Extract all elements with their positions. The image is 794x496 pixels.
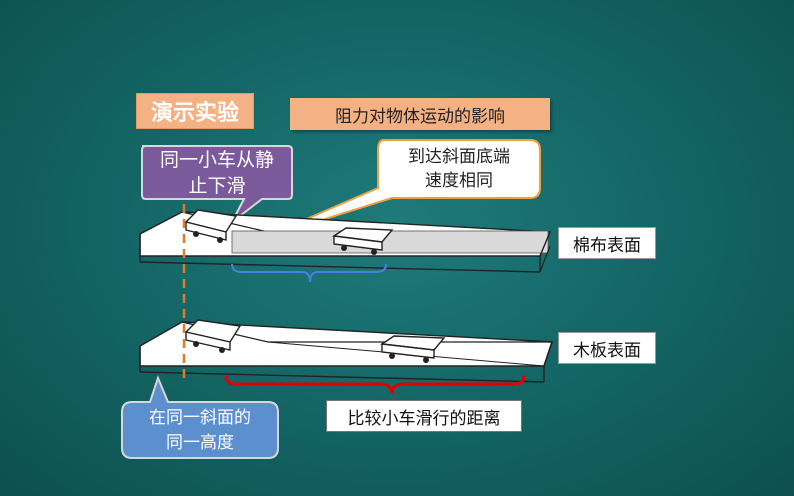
demo-title-tag: 演示实验 bbox=[136, 93, 254, 129]
cart-bottom-start bbox=[184, 319, 242, 353]
same-height-line-1: 在同一斜面的 bbox=[149, 408, 251, 428]
experiment-subject: 阻力对物体运动的影响 bbox=[290, 98, 550, 130]
same-speed-callout: 到达斜面底端 速度相同 bbox=[380, 142, 538, 196]
same-cart-callout: 同一小车从静 止下滑 bbox=[142, 146, 292, 199]
cloth-texture bbox=[231, 230, 549, 254]
red-bracket bbox=[224, 375, 526, 395]
blue-bracket bbox=[231, 263, 387, 283]
same-height-line-2: 同一高度 bbox=[166, 433, 234, 453]
blue-callout-bubble bbox=[121, 375, 279, 459]
same-cart-line-1: 同一小车从静 bbox=[159, 148, 274, 171]
same-cart-line-2: 止下滑 bbox=[188, 174, 246, 197]
speed-callout-bubble bbox=[257, 139, 541, 241]
same-height-callout: 在同一斜面的 同一高度 bbox=[122, 404, 278, 458]
wood-surface-label: 木板表面 bbox=[558, 332, 656, 364]
same-speed-line-2: 速度相同 bbox=[425, 171, 493, 191]
cart-bottom-end bbox=[380, 335, 446, 363]
cart-top-start bbox=[184, 209, 238, 243]
same-speed-line-1: 到达斜面底端 bbox=[408, 147, 510, 167]
cart-top-end bbox=[332, 227, 394, 255]
cloth-surface-label: 棉布表面 bbox=[558, 227, 656, 259]
compare-distance-label: 比较小车滑行的距离 bbox=[326, 400, 522, 432]
